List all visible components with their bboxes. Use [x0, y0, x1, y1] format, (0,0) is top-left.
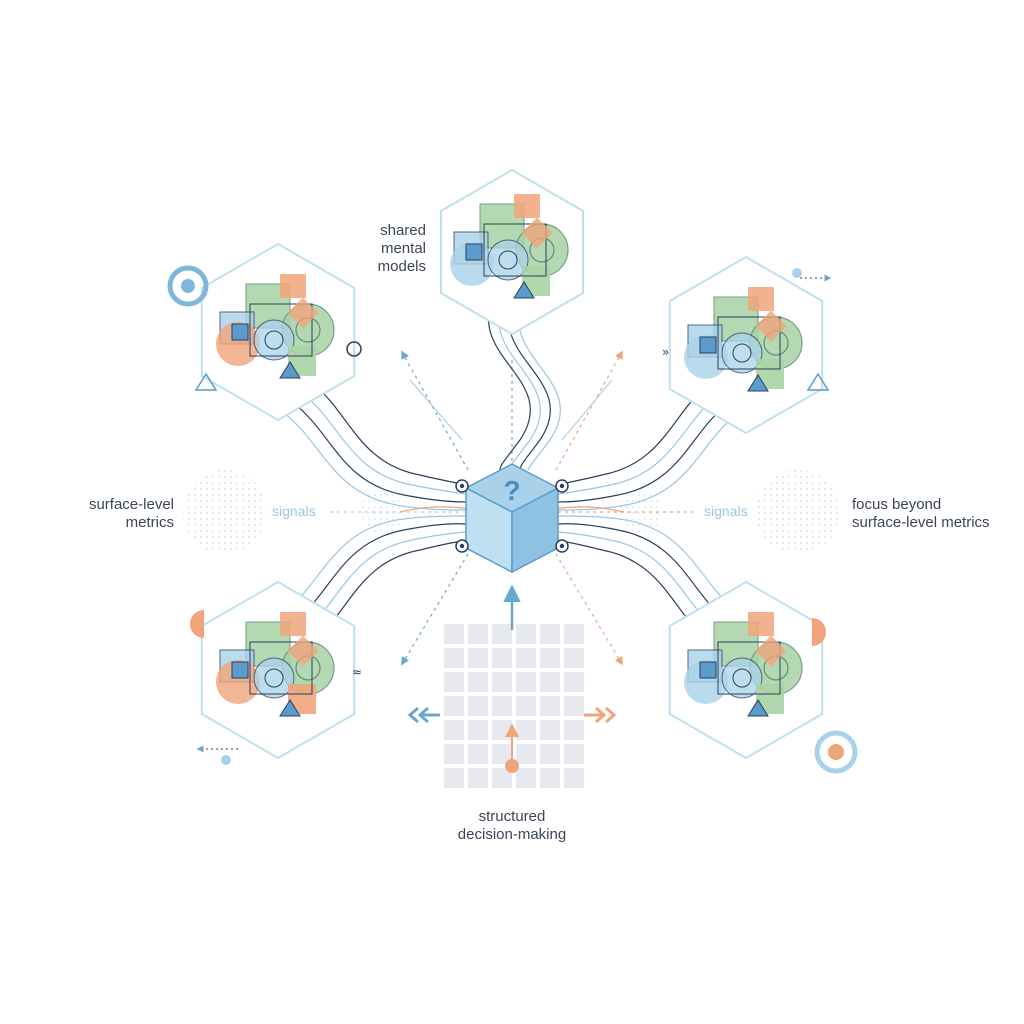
grid-cell	[444, 672, 464, 692]
grid-cell	[468, 696, 488, 716]
grid-cell	[540, 744, 560, 764]
half-circle-orange-right	[812, 618, 826, 646]
question-cube-icon: ?	[455, 463, 569, 574]
label-line: decision-making	[457, 826, 567, 843]
grid-cell	[564, 720, 584, 740]
arrow-down-right	[555, 553, 623, 666]
grid-cell	[564, 744, 584, 764]
grid-left-arrow-icon	[407, 706, 440, 724]
grid-cell	[516, 744, 536, 764]
target-ring-icon	[167, 265, 209, 307]
hexagon-top	[440, 168, 584, 336]
cube-question-mark: ?	[503, 475, 520, 506]
grid-cell	[564, 624, 584, 644]
grid-cell	[516, 720, 536, 740]
label-line: surface-level metrics	[852, 514, 990, 531]
grid-cell	[468, 624, 488, 644]
hexagon-bottom-left	[200, 580, 356, 760]
grid-right-arrow-icon	[584, 706, 617, 724]
arrow-up-left	[401, 350, 469, 471]
label-signals-right: signals	[704, 503, 748, 519]
triangle-icon	[194, 372, 218, 391]
label-line: surface-level	[88, 496, 174, 513]
grid-cell	[468, 672, 488, 692]
label-line: mental	[380, 240, 426, 257]
arrow-down-left	[401, 553, 469, 666]
grid-cell	[468, 744, 488, 764]
grid-cell	[444, 624, 464, 644]
grid-cell	[444, 648, 464, 668]
grid-cell	[444, 768, 464, 788]
grid-cell	[564, 672, 584, 692]
left-signal-halo	[183, 470, 267, 554]
label-line: shared	[380, 222, 426, 239]
label-line: focus beyond	[852, 496, 942, 513]
hexagon-top-right	[668, 255, 824, 435]
label-signals-left: signals	[272, 503, 316, 519]
grid-cell	[468, 768, 488, 788]
hexagon-bottom-right	[668, 580, 824, 760]
target-ring-icon-2	[814, 730, 858, 774]
grid-cell	[564, 768, 584, 788]
grid-cell	[564, 696, 584, 716]
right-signal-halo	[756, 470, 840, 554]
label-line: metrics	[125, 514, 174, 531]
grid-cell	[492, 624, 512, 644]
hexagon-top-left	[200, 242, 356, 422]
grid-cell	[540, 720, 560, 740]
grid-cell	[516, 768, 536, 788]
label-focus-beyond: focus beyond surface-level metrics	[852, 496, 1002, 532]
svg-text:»: »	[662, 345, 669, 359]
radiating-arrows	[330, 350, 694, 666]
half-circle-orange-left	[190, 610, 204, 638]
grid-cell	[444, 744, 464, 764]
grid-cell	[492, 672, 512, 692]
label-line: models	[377, 258, 426, 275]
grid-cell	[492, 648, 512, 668]
label-surface-level-metrics: surface-level metrics	[72, 496, 174, 532]
grid-cell	[540, 672, 560, 692]
grid-cell	[444, 696, 464, 716]
grid-cell	[468, 720, 488, 740]
triangle-icon-2	[806, 372, 830, 391]
grid-cell	[492, 768, 512, 788]
grid-cell	[540, 648, 560, 668]
grid-cell	[540, 696, 560, 716]
grid-cell	[444, 720, 464, 740]
grid-cell	[492, 696, 512, 716]
label-line: structured	[478, 808, 546, 825]
grid-cell	[540, 624, 560, 644]
decision-grid	[444, 624, 584, 788]
svg-text:≈: ≈	[352, 665, 362, 679]
flow-lines	[247, 299, 775, 661]
label-structured-decision-making: structured decision-making	[432, 808, 592, 844]
grid-cell	[516, 672, 536, 692]
grid-cell	[516, 648, 536, 668]
grid-cell	[492, 744, 512, 764]
label-shared-mental-models: shared mental models	[362, 222, 426, 276]
grid-cell	[468, 648, 488, 668]
grid-cell	[564, 648, 584, 668]
hexagon-clusters	[200, 168, 824, 760]
grid-cell	[540, 768, 560, 788]
dotted-halos	[183, 470, 840, 554]
arrow-up-right	[555, 350, 623, 471]
grid-origin-dot	[505, 759, 519, 773]
grid-cell	[516, 696, 536, 716]
grid-cell	[492, 720, 512, 740]
grid-cell	[516, 624, 536, 644]
